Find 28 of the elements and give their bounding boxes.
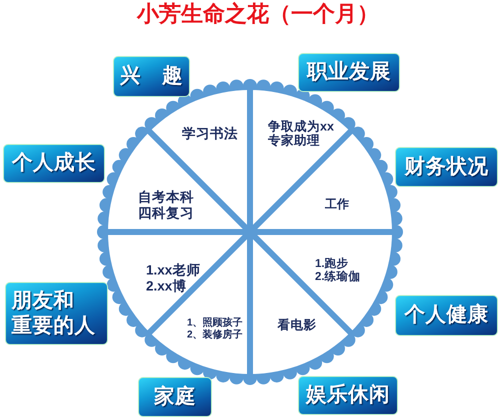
sector-text: 争取成为xx专家助理: [268, 120, 335, 148]
sector-text: 工作: [325, 198, 349, 212]
category-box: [138, 377, 212, 417]
category-box: [395, 295, 498, 336]
sector-text: 1、照顾孩子: [187, 318, 243, 328]
category-box: [5, 282, 108, 345]
sector-text: 学习书法: [182, 126, 238, 142]
category-box: [3, 144, 105, 183]
category-label: 个人健康: [404, 303, 488, 328]
category-box: [298, 53, 400, 92]
category-box: [113, 56, 190, 97]
sector-text: 1.跑步: [315, 258, 349, 270]
category-label: 朋友和重要的人: [11, 288, 96, 338]
title: 小芳生命之花（一个月）: [137, 2, 379, 26]
category-box: [395, 147, 498, 187]
sector-text: 2、装修房子: [187, 329, 243, 340]
sector-text: 看电影: [278, 318, 316, 332]
category-label: 兴 趣: [120, 64, 183, 89]
sector-text: 自考本科四科复习: [138, 189, 194, 221]
category-label: 娱乐休闲: [306, 383, 390, 408]
category-label: 家庭: [154, 384, 196, 410]
category-label: 财务状况: [404, 154, 488, 180]
sector-text: 1.xx老师: [146, 262, 200, 278]
category-label: 职业发展: [307, 60, 391, 85]
category-box: [298, 376, 398, 415]
category-label: 个人成长: [12, 151, 96, 176]
sector-text: 2.练瑜伽: [315, 271, 361, 284]
sector-text: 2.xx博: [146, 278, 186, 294]
